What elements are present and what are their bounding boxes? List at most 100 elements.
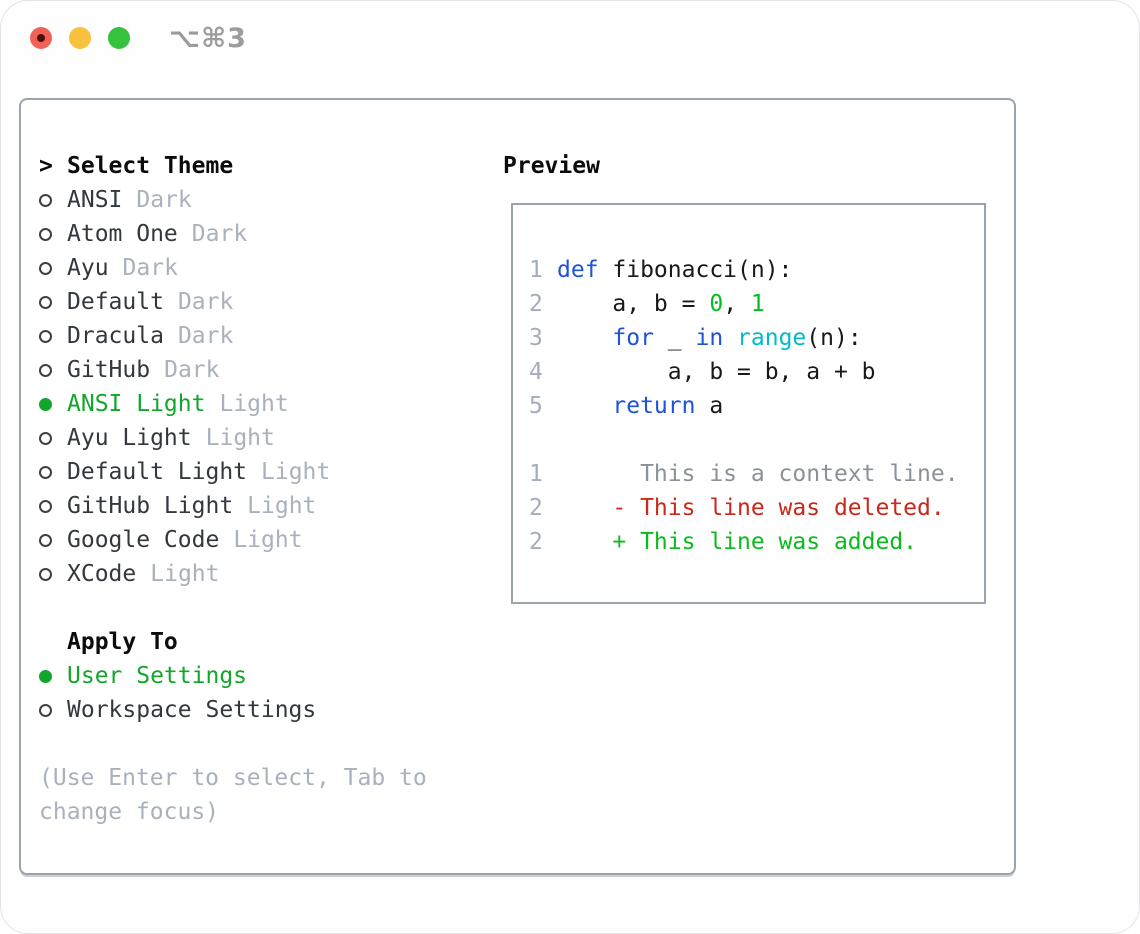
radio-unselected-icon [39, 703, 52, 717]
radio-icon-wrap [39, 669, 67, 683]
maximize-button[interactable] [108, 27, 130, 49]
theme-name: GitHub [67, 357, 151, 383]
apply-to-header-row: Apply To [39, 625, 427, 659]
apply-name: User Settings [67, 663, 248, 689]
code-line: 2 + This line was added. [529, 525, 984, 559]
apply-to-title: Apply To [67, 629, 178, 655]
close-dot-icon [37, 34, 45, 42]
code-tokens: This is a context line. [557, 457, 959, 491]
line-number: 1 [529, 257, 543, 283]
line-number: 3 [529, 325, 543, 351]
theme-option[interactable]: Default Light Light [39, 455, 427, 489]
code-token: return [612, 393, 696, 419]
code-line: 3 for _ in range(n): [529, 321, 984, 355]
code-token: def [557, 257, 599, 283]
radio-icon-wrap [39, 193, 67, 207]
code-tokens: def fibonacci(n): [557, 253, 792, 287]
line-number: 2 [529, 529, 543, 555]
spacer [39, 591, 427, 625]
theme-option[interactable]: GitHub Dark [39, 353, 427, 387]
code-line: 4 a, b = b, a + b [529, 355, 984, 389]
code-token [557, 495, 612, 521]
theme-option[interactable]: XCode Light [39, 557, 427, 591]
code-token: 1 [750, 291, 765, 317]
code-line: 2 a, b = 0, 1 [529, 287, 984, 321]
radio-icon-wrap [39, 703, 67, 717]
theme-option[interactable]: Dracula Dark [39, 319, 427, 353]
help-line-2: change focus) [39, 799, 220, 825]
code-token: fibonacci(n): [598, 257, 793, 283]
radio-unselected-icon [39, 465, 52, 479]
theme-name: GitHub Light [67, 493, 234, 519]
apply-name: Workspace Settings [67, 697, 317, 723]
radio-icon-wrap [39, 465, 67, 479]
code-line: 2 - This line was deleted. [529, 491, 984, 525]
radio-unselected-icon [39, 193, 52, 207]
line-number: 5 [529, 393, 543, 419]
radio-icon-wrap [39, 431, 67, 445]
code-line: 1 def fibonacci(n): [529, 253, 984, 287]
theme-option[interactable]: Ayu Light Light [39, 421, 427, 455]
code-token [557, 529, 612, 555]
theme-variant-label: Light [219, 391, 289, 417]
code-token: , [723, 291, 751, 317]
radio-icon-wrap [39, 499, 67, 513]
help-text: (Use Enter to select, Tab to change focu… [39, 761, 427, 829]
code-line: 5 return a [529, 389, 984, 423]
apply-option[interactable]: User Settings [39, 659, 427, 693]
code-token: for [612, 325, 654, 351]
select-theme-header: > Select Theme [39, 149, 427, 183]
apply-option[interactable]: Workspace Settings [39, 693, 427, 727]
code-token: 0 [709, 291, 724, 317]
radio-unselected-icon [39, 363, 52, 377]
radio-icon-wrap [39, 227, 67, 241]
theme-name: ANSI [67, 187, 123, 213]
select-theme-title: Select Theme [67, 153, 234, 179]
code-token: + This line was added. [612, 529, 918, 555]
code-tokens: a, b = b, a + b [557, 355, 876, 389]
radio-icon-wrap [39, 261, 67, 275]
code-tokens: for _ in range(n): [557, 321, 861, 355]
radio-unselected-icon [39, 295, 52, 309]
theme-variant-label: Light [150, 561, 220, 587]
radio-unselected-icon [39, 499, 52, 513]
theme-name: Default Light [67, 459, 248, 485]
radio-icon-wrap [39, 567, 67, 581]
radio-unselected-icon [39, 261, 52, 275]
theme-variant-label: Light [205, 425, 275, 451]
cursor-arrow-icon: > [39, 153, 53, 179]
code-token [557, 393, 612, 419]
code-token [723, 325, 737, 351]
titlebar: ⌥⌘3 [1, 1, 1139, 75]
radio-selected-icon [39, 397, 52, 411]
radio-icon-wrap [39, 533, 67, 547]
theme-name: Dracula [67, 323, 164, 349]
code-tokens: a, b = 0, 1 [557, 287, 765, 321]
theme-name: ANSI Light [67, 391, 206, 417]
theme-option[interactable]: GitHub Light Light [39, 489, 427, 523]
theme-option[interactable]: ANSI Dark [39, 183, 427, 217]
theme-variant-label: Dark [136, 187, 192, 213]
line-number: 4 [529, 359, 543, 385]
spacer [39, 727, 427, 761]
theme-name: XCode [67, 561, 137, 587]
theme-variant-label: Dark [164, 357, 220, 383]
radio-unselected-icon [39, 329, 52, 343]
close-button[interactable] [30, 27, 52, 49]
theme-option[interactable]: ANSI Light Light [39, 387, 427, 421]
theme-name: Ayu Light [67, 425, 192, 451]
theme-variant-label: Dark [177, 323, 234, 349]
minimize-button[interactable] [69, 27, 91, 49]
line-number: 2 [529, 495, 543, 521]
theme-variant-label: Light [261, 459, 331, 485]
theme-variant-label: Light [247, 493, 317, 519]
